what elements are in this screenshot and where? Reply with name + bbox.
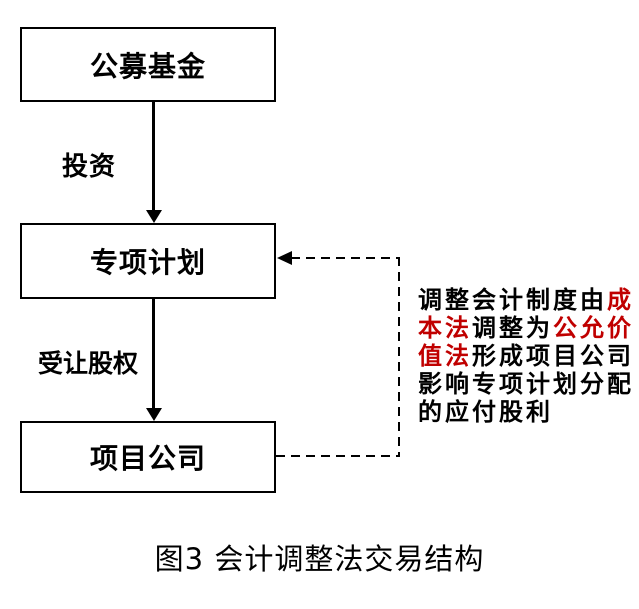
annotation-line: 影响专项计划分配 — [418, 370, 639, 398]
node-public-fund: 公募基金 — [20, 27, 276, 102]
dashed-connector-bottom — [276, 455, 400, 457]
annotation-note: 调整会计制度由成本法调整为公允价值法形成项目公司影响专项计划分配的应付股利 — [418, 286, 639, 426]
arrow-down-icon — [146, 210, 162, 223]
annotation-text: 形成项目公司 — [472, 342, 634, 370]
node-project-company: 项目公司 — [20, 421, 276, 493]
dashed-connector-top — [291, 257, 400, 259]
annotation-line: 调整会计制度由成 — [418, 286, 639, 314]
edge-equity-label: 受让股权 — [38, 349, 139, 378]
annotation-text: 的应付股利 — [418, 398, 553, 426]
annotation-highlight: 值法 — [418, 342, 472, 370]
annotation-text: 调整会计制度由 — [418, 286, 607, 314]
annotation-text: 调整为 — [472, 314, 553, 342]
node-project-company-label: 项目公司 — [89, 442, 206, 475]
node-special-plan: 专项计划 — [20, 223, 276, 299]
annotation-line: 的应付股利 — [418, 398, 639, 426]
annotation-text: 影响专项计划分配 — [418, 370, 634, 398]
annotation-highlight: 公允价 — [553, 314, 634, 342]
annotation-highlight: 成 — [607, 286, 634, 314]
node-public-fund-label: 公募基金 — [89, 49, 206, 83]
edge-invest-label: 投资 — [62, 152, 117, 182]
figure-caption: 图3 会计调整法交易结构 — [154, 542, 485, 576]
annotation-line: 本法调整为公允价 — [418, 314, 639, 342]
arrow-down-icon — [146, 408, 162, 421]
node-special-plan-label: 专项计划 — [89, 246, 206, 279]
edge-equity-line — [152, 299, 155, 409]
edge-invest-line — [152, 102, 155, 212]
annotation-line: 值法形成项目公司 — [418, 342, 639, 370]
dashed-connector-right — [398, 257, 400, 457]
annotation-highlight: 本法 — [418, 314, 472, 342]
arrow-left-icon — [277, 251, 292, 265]
